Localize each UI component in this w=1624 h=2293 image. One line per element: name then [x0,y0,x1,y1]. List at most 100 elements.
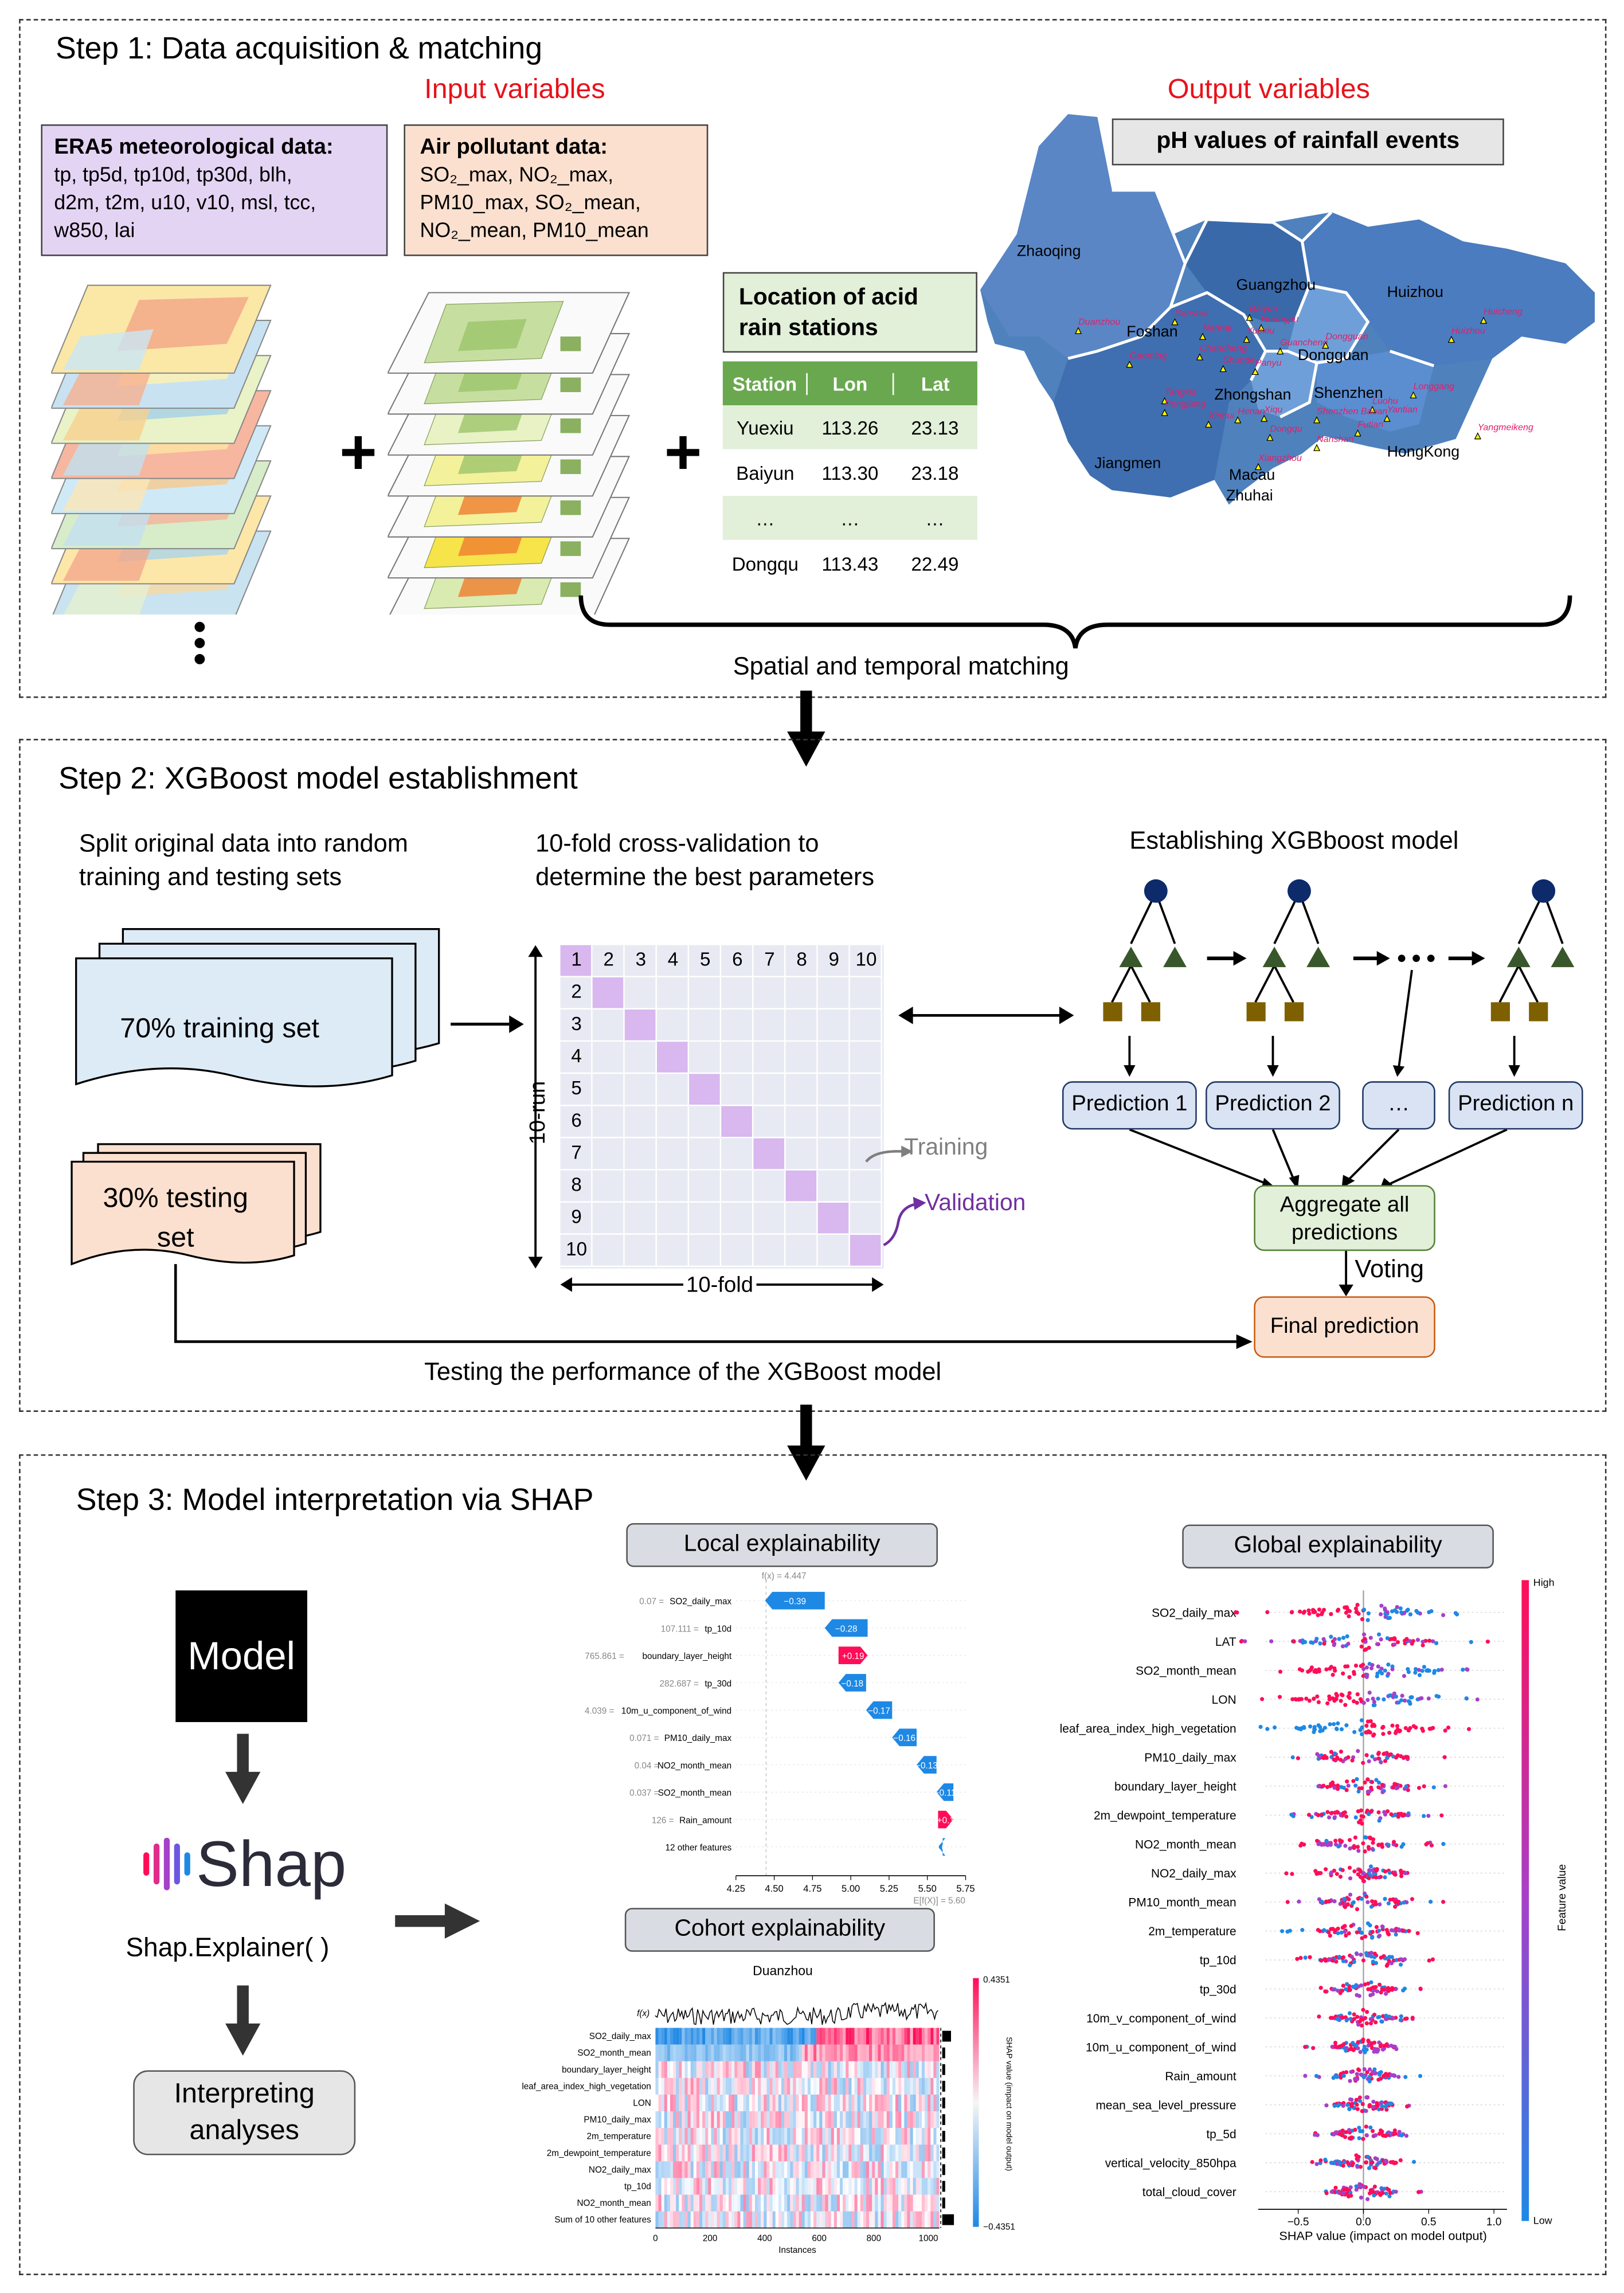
beeswarm-feature-label: vertical_velocity_850hpa [1105,2157,1236,2170]
grid-cell [689,1074,722,1106]
grid-cell [785,1170,818,1203]
heatmap-row [655,2145,940,2162]
grid-cell [817,1009,850,1042]
station-marker-icon [1246,314,1253,321]
station-marker-icon [1243,335,1250,343]
beeswarm-row [1260,1691,1480,1708]
grid-cell [560,1042,593,1074]
grid-cell [689,1009,722,1042]
station-marker-icon [1313,444,1321,451]
beeswarm-feature-label: tp_30d [1200,1983,1236,1996]
era5-map-layer [51,284,272,374]
beeswarm-feature-label: 10m_u_component_of_wind [1086,2041,1236,2054]
waterfall-tick-label: 5.50 [918,1883,937,1894]
grid-cell [850,977,883,1010]
grid-run-number: 5 [571,1077,582,1099]
beeswarm-row [1295,1950,1435,1968]
beeswarm-feature-label: NO2_daily_max [1151,1867,1236,1880]
waterfall-feature-name: PM10_daily_max [664,1734,732,1743]
voting-label: Voting [1355,1255,1425,1284]
waterfall-tick-label: 5.00 [842,1883,860,1894]
map-station-label: Xiangzhou [1258,453,1302,463]
step1-panel [19,19,1607,698]
beeswarm-feature-label: PM10_month_mean [1128,1896,1236,1909]
waterfall-feature-value: 107.111 = [661,1624,699,1634]
grid-cell [721,1235,754,1267]
ph-values-box: pH values of rainfall events [1112,118,1504,166]
grid-cell [817,1042,850,1074]
model-box: Model [175,1590,307,1723]
efx-label: E[f(X)] = 5.60 [913,1896,965,1906]
grid-cell [592,1106,625,1138]
grid-fold-number: 5 [699,948,711,971]
leaf-node-icon [1490,1002,1510,1022]
waterfall-bar-label: −0.18 [841,1679,863,1689]
grid-cell [656,1235,690,1267]
heatmap-feature-label: SO2_daily_max [589,2032,651,2041]
station-header-cell: Lon [808,372,894,394]
split-node-icon [1262,946,1286,968]
grid-cell [689,1138,722,1171]
heatmap-importance-bar [942,2097,945,2108]
heatmap-row [655,2044,940,2061]
station-cell: 23.13 [911,416,959,439]
grid-cell [592,1170,625,1203]
heatmap-tick-label: 400 [757,2234,772,2244]
grid-cell [592,1202,625,1235]
waterfall-tick-label: 4.50 [765,1883,783,1894]
beeswarm-row [1310,2153,1416,2170]
heatmap-importance-bar [942,2030,951,2042]
heatmap-row [655,2111,940,2128]
root-node-icon [1144,879,1168,903]
beeswarm-feature-label: LAT [1215,1635,1236,1649]
grid-cell [721,977,754,1010]
grid-cell [689,1202,722,1235]
waterfall-feature-name: NO2_month_mean [658,1761,731,1771]
map-city-label: Macau [1229,466,1275,483]
beeswarm-row [1280,1921,1420,1940]
grid-cell [624,1202,657,1235]
input-variables-label: Input variables [424,75,605,105]
waterfall-bar [838,1646,868,1664]
era5-variable-line: w850, lai [54,218,135,242]
era5-variable-line: d2m, t2m, u10, v10, msl, tcc, [54,190,316,214]
station-marker-icon [1277,347,1284,355]
heatmap-importance-bar [942,2181,945,2192]
beeswarm-feature-label: SO2_month_mean [1136,1664,1236,1677]
map-station-label: Luohu [1372,396,1398,406]
heatmap-feature-label: NO2_month_mean [577,2198,651,2208]
pollutant-map-layer [388,292,631,374]
map-station-label: Sanshui [1175,308,1208,318]
heatmap-feature-label: PM10_daily_max [584,2115,651,2125]
beeswarm-row [1289,1808,1444,1826]
grid-fold-number: 6 [732,948,743,971]
grid-cell [656,977,690,1010]
down-arrow [225,1985,261,2056]
map-station-label: Huangpu [1261,314,1298,324]
era5-box: ERA5 meteorological data: tp, tp5d, tp10… [41,124,388,256]
heatmap-row [655,2028,940,2045]
beeswarm-row [1313,2124,1409,2141]
beeswarm-row [1290,1749,1447,1765]
air-variable-line: PM10_max, SO₂_mean, [420,190,641,214]
grid-cell [721,1106,754,1138]
station-marker-icon [1368,406,1376,413]
grid-cell [689,1235,722,1267]
heatmap-feature-label: 2m_temperature [587,2132,651,2142]
grid-cell [721,1009,754,1042]
prediction-ellipsis-box: … [1362,1081,1435,1130]
beeswarm-tick-label: 1.0 [1486,2216,1502,2228]
waterfall-bar [838,1674,866,1692]
waterfall-feature-value: 765.861 = [585,1652,624,1661]
station-marker-icon [1205,420,1212,428]
final-prediction-box: Final prediction [1254,1296,1435,1358]
grid-cell [656,1074,690,1106]
beeswarm-cbar-low: Low [1533,2214,1552,2226]
grid-cell [560,945,593,977]
heatmap-tick-label: 600 [812,2234,827,2244]
beeswarm-feature-label: PM10_daily_max [1144,1751,1236,1764]
station-cell: 113.30 [821,461,879,484]
decision-tree [1103,879,1187,1022]
